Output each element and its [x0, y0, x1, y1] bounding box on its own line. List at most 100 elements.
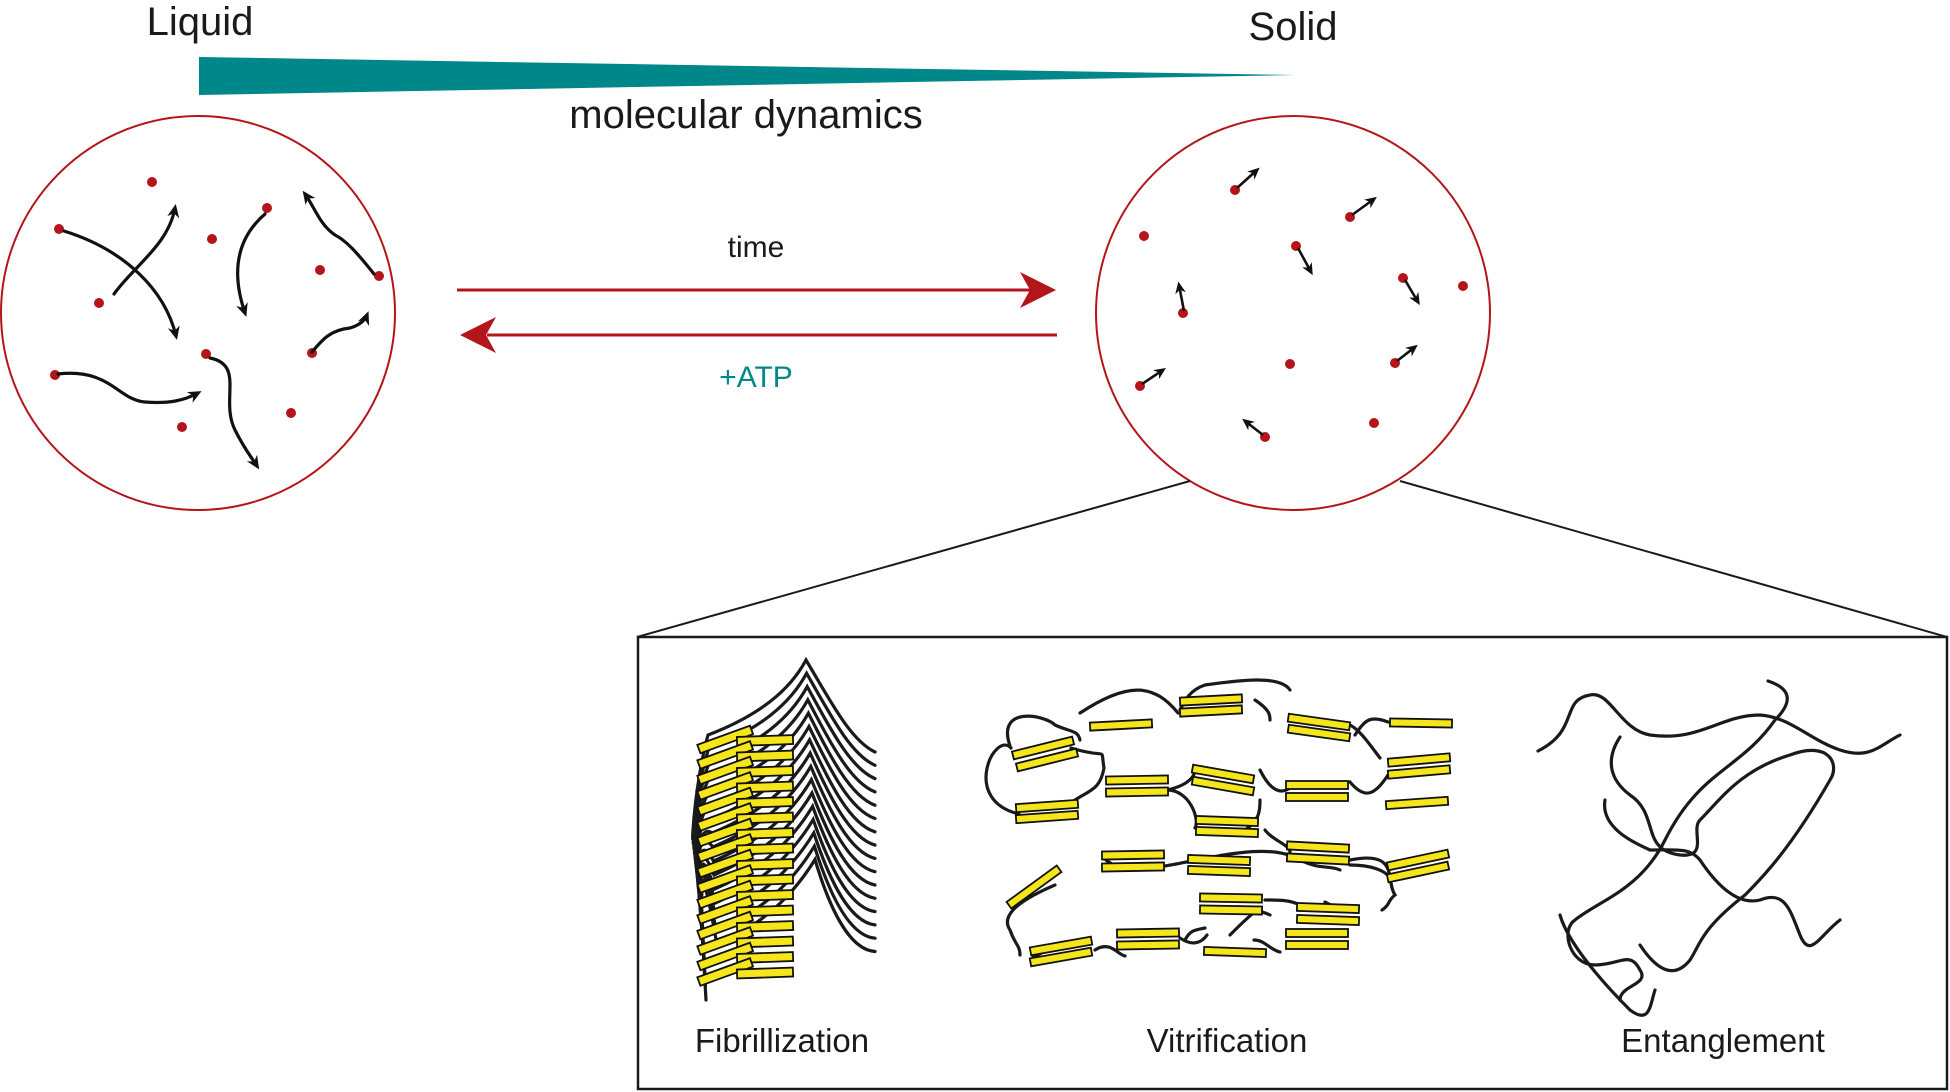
- yellow-segment: [1286, 712, 1352, 732]
- vitrification-label: Vitrification: [1147, 1022, 1308, 1059]
- yellow-segment: [1178, 693, 1244, 707]
- linker-chain: [1069, 746, 1106, 802]
- solid-droplet-boundary: [1095, 115, 1491, 511]
- forward-arrow-head: [1020, 272, 1056, 308]
- entangled-chain: [1536, 693, 1902, 755]
- trajectory-arrow: [236, 212, 267, 317]
- particle: [1285, 359, 1295, 369]
- yellow-segment: [1199, 904, 1263, 916]
- yellow-segment: [1186, 864, 1252, 878]
- linker-chain: [1348, 773, 1390, 795]
- vibration-arrow: [1242, 418, 1264, 437]
- entangled-chain: [1609, 735, 1836, 973]
- yellow-segment: [696, 957, 755, 987]
- entangled-chain: [1566, 679, 1789, 1002]
- particle: [54, 224, 64, 234]
- yellow-segment: [1116, 927, 1180, 939]
- solid-vibration-arrows: [1141, 167, 1420, 437]
- linker-chain: [1183, 926, 1207, 942]
- yellow-segment: [1186, 853, 1252, 867]
- yellow-segment: [1178, 704, 1244, 718]
- yellow-segment: [1295, 913, 1361, 927]
- vibration-arrow: [1296, 247, 1313, 276]
- yellow-segment: [1101, 861, 1165, 873]
- linker-chain: [1005, 883, 1057, 957]
- transition-arrows: time +ATP: [457, 231, 1057, 394]
- linker-chain: [1078, 688, 1180, 715]
- yellow-segment: [1116, 939, 1180, 951]
- particle: [1139, 231, 1149, 241]
- yellow-segment: [696, 802, 755, 832]
- particle: [94, 298, 104, 308]
- particle: [201, 349, 211, 359]
- yellow-segment: [1384, 795, 1450, 811]
- liquid-droplet: [0, 115, 396, 511]
- yellow-segment: [1202, 945, 1268, 959]
- yellow-segment: [1285, 792, 1349, 802]
- yellow-segment: [1101, 849, 1165, 861]
- time-label: time: [728, 231, 785, 264]
- yellow-segment: [1285, 780, 1349, 790]
- yellow-segment: [1285, 928, 1349, 938]
- liquid-droplet-boundary: [0, 115, 396, 511]
- gradient-label: molecular dynamics: [569, 93, 922, 137]
- linker-chain: [1353, 717, 1390, 737]
- vibration-arrow: [1351, 196, 1377, 217]
- yellow-segment: [1386, 752, 1452, 768]
- yellow-segment: [696, 833, 755, 863]
- zoom-line-left: [636, 480, 1191, 638]
- yellow-segment: [1285, 852, 1351, 866]
- zoom-callout: [636, 480, 1949, 1091]
- yellow-segment: [696, 895, 755, 925]
- yellow-segment: [1028, 946, 1094, 968]
- yellow-segment: [696, 771, 755, 801]
- zoom-line-right: [1399, 480, 1948, 638]
- yellow-segment: [1190, 763, 1256, 785]
- molecular-dynamics-gradient-wedge: [199, 57, 1295, 95]
- linker-chain: [1165, 788, 1198, 830]
- linker-chain: [1348, 723, 1382, 760]
- yellow-segment: [696, 879, 755, 910]
- liquid-label: Liquid: [147, 0, 254, 44]
- yellow-segment: [696, 926, 755, 956]
- entanglement-label: Entanglement: [1621, 1022, 1825, 1059]
- linker-chain: [1252, 938, 1282, 954]
- solid-droplet: [1095, 115, 1491, 511]
- linker-chain: [1348, 856, 1398, 912]
- entangled-chain: [1603, 798, 1842, 948]
- yellow-segment: [696, 755, 755, 786]
- reverse-arrow-head: [460, 317, 496, 353]
- particle: [207, 234, 217, 244]
- yellow-segment: [1286, 723, 1352, 743]
- particle: [1178, 308, 1188, 318]
- yellow-segment: [1014, 798, 1080, 814]
- linker-chain: [1253, 698, 1272, 722]
- yellow-segment: [1105, 774, 1169, 786]
- yellow-segment: [1385, 848, 1451, 872]
- linker-chain: [1178, 933, 1209, 945]
- yellow-segment: [696, 724, 755, 755]
- particle: [315, 265, 325, 275]
- yellow-segment: [696, 848, 755, 879]
- liquid-trajectories: [56, 190, 376, 470]
- yellow-segment: [1005, 864, 1063, 910]
- vitrification-segments: [1005, 693, 1453, 968]
- yellow-segment: [1285, 940, 1349, 950]
- yellow-segment: [1088, 718, 1154, 732]
- particle: [374, 271, 384, 281]
- trajectory-arrow: [112, 204, 180, 296]
- vibration-arrow: [1141, 368, 1166, 386]
- particle: [1458, 281, 1468, 291]
- yellow-segment: [696, 941, 755, 972]
- particle: [1369, 418, 1379, 428]
- yellow-segment: [1285, 840, 1351, 854]
- trajectory-arrow: [62, 229, 180, 340]
- particle: [177, 422, 187, 432]
- yellow-segment: [1295, 901, 1361, 915]
- yellow-segment: [735, 966, 795, 980]
- yellow-segment: [696, 817, 755, 848]
- vibration-arrow: [1396, 344, 1418, 363]
- trajectory-arrow: [208, 356, 260, 470]
- trajectory-arrow: [310, 311, 370, 354]
